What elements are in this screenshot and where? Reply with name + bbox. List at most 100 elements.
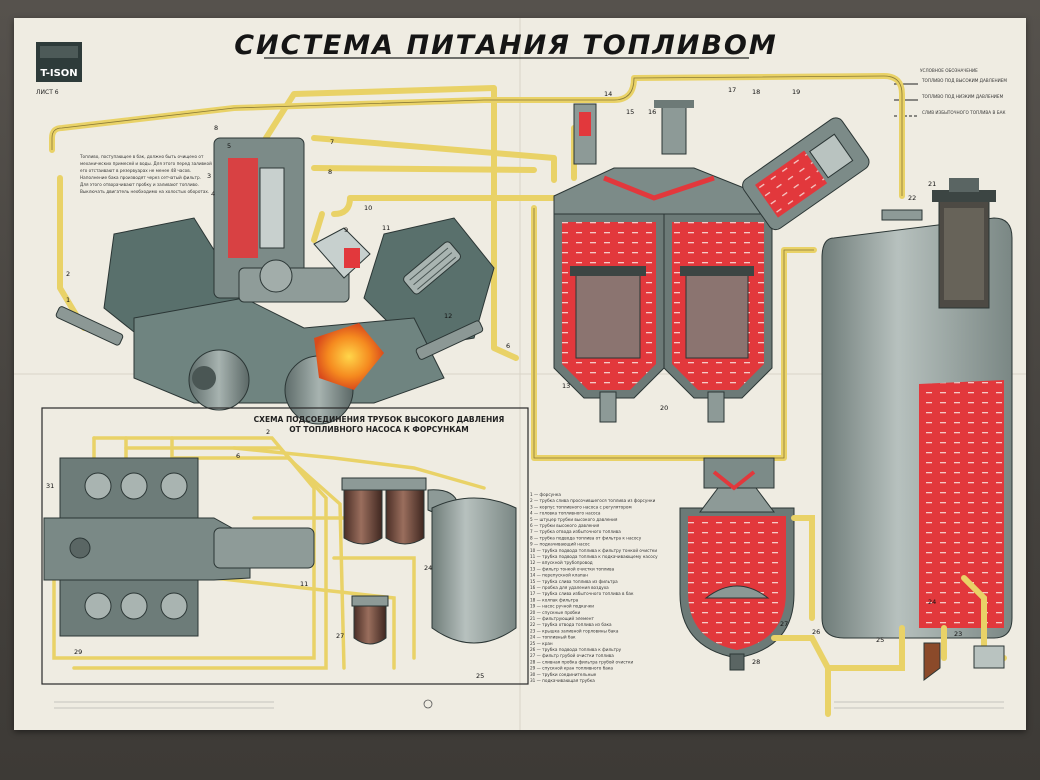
callout-14: 14	[604, 90, 612, 98]
parts-list-item: 21 — фильтрующий элемент	[530, 616, 594, 621]
callout-31: 31	[46, 482, 54, 490]
fuel-tank	[821, 178, 1013, 639]
publisher-logo: T-ISON	[36, 42, 82, 82]
description-paragraph: Топливо, поступающее в бак, должно быть …	[79, 154, 212, 194]
parts-list-item: 13 — фильтр тонкой очистки топлива	[530, 566, 615, 571]
coarse-filter	[679, 457, 795, 671]
parts-list-item: 16 — пробка для удаления воздуха	[530, 585, 609, 590]
injector-left	[55, 306, 124, 346]
callout-20: 20	[660, 404, 668, 412]
poster: T-ISON ЛИСТ 6 СИСТЕМА ПИТАНИЯ ТОПЛИВОМ У…	[14, 18, 1026, 730]
parts-list-item: 22 — трубка отвода топлива из бака	[530, 622, 612, 627]
callout-13: 13	[562, 382, 570, 390]
parts-list-item: 10 — трубка подвода топлива к фильтру то…	[530, 548, 657, 553]
callout-4: 4	[211, 190, 215, 198]
poster-title: СИСТЕМА ПИТАНИЯ ТОПЛИВОМ	[234, 30, 778, 61]
description-line: механических примесей и воды. Для этого …	[80, 161, 212, 166]
callout-12: 12	[444, 312, 452, 320]
parts-list-item: 26 — трубка подвода топлива к фильтру	[530, 647, 622, 652]
callout-24: 24	[928, 598, 936, 606]
legend-item-high-pressure: ТОПЛИВО ПОД ВЫСОКИМ ДАВЛЕНИЕМ	[921, 78, 1007, 83]
parts-list-item: 5 — штуцер трубки высокого давления	[530, 517, 618, 522]
fine-filter-assembly	[553, 100, 870, 423]
callout-15: 15	[626, 108, 634, 116]
callout-6: 6	[506, 342, 510, 350]
parts-list-item: 9 — подкачивающий насос	[530, 542, 590, 547]
parts-list-item: 30 — трубки соединительные	[530, 672, 597, 677]
parts-list-item: 2 — трубка слива просочившегося топлива …	[530, 498, 656, 503]
callout-7: 7	[330, 138, 334, 146]
callout-10: 10	[364, 204, 372, 212]
callout-5: 5	[227, 142, 231, 150]
callout-inset-24: 24	[424, 564, 432, 572]
parts-list-item: 3 — корпус топливного насоса с регулятор…	[530, 504, 632, 509]
description-line: Выключать двигатель необходимо на холост…	[80, 189, 209, 194]
parts-list-item: 18 — колпак фильтра	[530, 597, 579, 602]
callout-16: 16	[648, 108, 656, 116]
parts-list-item: 7 — трубка отвода избыточного топлива	[530, 529, 621, 534]
callout-inset-11: 11	[300, 580, 308, 588]
callout-11: 11	[382, 224, 390, 232]
inset-fuel-tank	[431, 497, 517, 644]
legend-item-low-pressure: ТОПЛИВО ПОД НИЗКИМ ДАВЛЕНИЕМ	[921, 94, 1004, 99]
sheet-label: ЛИСТ 6	[36, 89, 59, 96]
callout-inset-2: 2	[266, 428, 270, 436]
callout-27: 27	[780, 620, 788, 628]
parts-list-item: 4 — головка топливного насоса	[530, 511, 601, 516]
callout-28: 28	[752, 658, 760, 666]
inset-scheme: СХЕМА ПОДСОЕДИНЕНИЯ ТРУБОК ВЫСОКОГО ДАВЛ…	[41, 407, 529, 685]
tank-fuel-level	[919, 380, 1004, 628]
description-line: его отстаивают в резервуарах не менее 48…	[80, 168, 191, 173]
fuel-system-diagram: T-ISON ЛИСТ 6 СИСТЕМА ПИТАНИЯ ТОПЛИВОМ У…	[14, 18, 1026, 730]
engine-cross-section	[55, 137, 495, 425]
callout-17: 17	[728, 86, 736, 94]
parts-list-item: 14 — перепускной клапан	[530, 573, 588, 578]
parts-list-item: 1 — форсунка	[530, 492, 561, 497]
callout-2: 2	[66, 270, 70, 278]
legend: УСЛОВНОЕ ОБОЗНАЧЕНИЕ ТОПЛИВО ПОД ВЫСОКИМ…	[894, 68, 1007, 117]
callout-21: 21	[928, 180, 936, 188]
callout-inset-27: 27	[336, 632, 344, 640]
callout-inset-29: 29	[74, 648, 82, 656]
logo-text: T-ISON	[40, 68, 77, 79]
callout-18: 18	[752, 88, 760, 96]
legend-heading: УСЛОВНОЕ ОБОЗНАЧЕНИЕ	[920, 68, 978, 73]
parts-list-item: 31 — подкачивающая трубка	[530, 678, 595, 683]
tank-outlet-valves	[923, 642, 1005, 681]
parts-list-item: 29 — спускной кран топливного бака	[530, 666, 613, 671]
coarse-filter-pipes	[771, 515, 831, 671]
callout-9: 9	[344, 226, 348, 234]
callout-8b: 8	[328, 168, 332, 176]
callout-26: 26	[812, 628, 820, 636]
inset-coarse-filter	[353, 603, 387, 645]
parts-list-item: 8 — трубка подвода топлива от фильтра к …	[530, 535, 642, 540]
parts-list-item: 15 — трубка слива топлива из фильтра	[530, 579, 618, 584]
combustion-chamber	[314, 323, 384, 390]
parts-list-item: 20 — спускные пробки	[530, 610, 581, 615]
callout-inset-6: 6	[236, 452, 240, 460]
callout-numbers: 8 5 3 4 7 8 9 10 11 2 1 12 6 13 14 15 16…	[46, 86, 962, 680]
parts-list-item: 27 — фильтр грубой очистки топлива	[530, 653, 614, 658]
legend-item-return: СЛИВ ИЗБЫТОЧНОГО ТОПЛИВА В БАК	[922, 110, 1005, 115]
callout-inset-25: 25	[476, 672, 484, 680]
parts-list-item: 23 — крышка заливной горловины бака	[530, 628, 619, 633]
parts-list-item: 28 — сливная пробка фильтра грубой очист…	[530, 659, 633, 664]
inset-fine-filter-right	[385, 487, 425, 545]
parts-list-item: 6 — трубки высокого давления	[530, 523, 600, 528]
injector-right	[415, 320, 484, 360]
parts-list-item: 25 — кран	[530, 641, 553, 646]
hand-priming-pump	[742, 117, 870, 231]
inset-title-line1: СХЕМА ПОДСОЕДИНЕНИЯ ТРУБОК ВЫСОКОГО ДАВЛ…	[254, 415, 505, 424]
description-line: Топливо, поступающее в бак, должно быть …	[79, 154, 204, 159]
callout-23: 23	[954, 630, 962, 638]
callout-3: 3	[207, 172, 211, 180]
inset-pipes	[52, 436, 486, 670]
callout-1: 1	[66, 296, 70, 304]
parts-list-item: 19 — насос ручной подкачки	[530, 604, 594, 609]
callout-19: 19	[792, 88, 800, 96]
callout-8: 8	[214, 124, 218, 132]
callout-22: 22	[908, 194, 916, 202]
parts-list-item: 17 — трубка слива избыточного топлива в …	[530, 591, 634, 596]
print-info-strip	[54, 699, 1004, 709]
